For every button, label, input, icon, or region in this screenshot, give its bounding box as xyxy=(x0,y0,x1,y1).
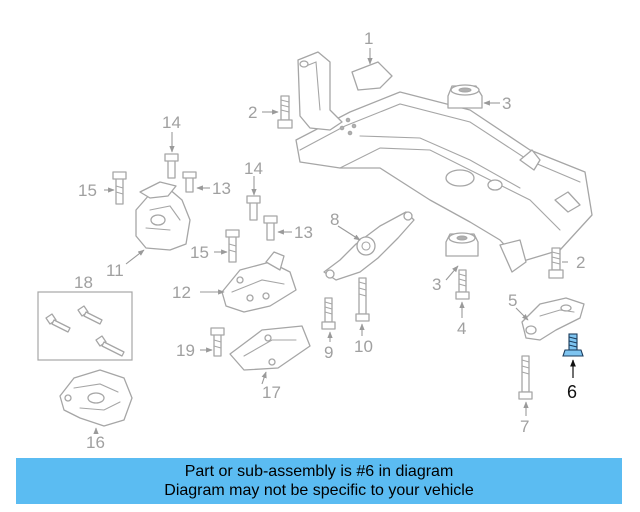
bushing-3-upper xyxy=(447,84,483,109)
plate-17 xyxy=(229,325,311,371)
callout-7[interactable]: 7 xyxy=(520,417,529,436)
callout-5[interactable]: 5 xyxy=(508,291,517,310)
info-banner: Part or sub-assembly is #6 in diagram Di… xyxy=(16,458,622,504)
callout-6[interactable]: 6 xyxy=(567,382,577,402)
transmission-mount-16 xyxy=(59,369,133,427)
callout-3-upper[interactable]: 3 xyxy=(502,94,511,113)
callout-11[interactable]: 11 xyxy=(106,261,124,280)
bushing-3-lower xyxy=(445,232,479,257)
callout-8[interactable]: 8 xyxy=(330,210,339,229)
callout-14-upper[interactable]: 14 xyxy=(162,113,181,132)
callout-9[interactable]: 9 xyxy=(324,343,333,362)
subframe-part xyxy=(295,51,593,273)
bracket-5 xyxy=(521,297,585,341)
callout-17[interactable]: 17 xyxy=(262,383,281,402)
bolt-14-lower xyxy=(246,195,261,221)
callout-15-upper[interactable]: 15 xyxy=(78,181,97,200)
callout-19[interactable]: 19 xyxy=(176,341,195,360)
callout-4[interactable]: 4 xyxy=(457,319,466,338)
callout-18[interactable]: 18 xyxy=(74,273,93,292)
bolt-6-highlighted xyxy=(562,333,584,357)
banner-part-line: Part or sub-assembly is #6 in diagram xyxy=(184,463,454,480)
banner-disclaimer-line: Diagram may not be specific to your vehi… xyxy=(164,482,474,499)
callout-13-upper[interactable]: 13 xyxy=(212,179,231,198)
bolt-7 xyxy=(518,355,533,400)
callout-15-lower[interactable]: 15 xyxy=(190,243,209,262)
callout-16[interactable]: 16 xyxy=(86,433,105,452)
bolt-4 xyxy=(455,269,470,300)
bolt-9 xyxy=(321,297,336,330)
callout-1[interactable]: 1 xyxy=(364,29,373,48)
bolt-15-lower xyxy=(225,229,240,263)
callout-2-lower[interactable]: 2 xyxy=(576,253,585,272)
bolt-kit-18 xyxy=(37,291,133,361)
bolt-13-lower xyxy=(263,215,278,241)
bolt-15-upper xyxy=(112,171,127,205)
callout-14-lower[interactable]: 14 xyxy=(244,159,263,178)
bolt-10 xyxy=(355,277,370,322)
bolt-19 xyxy=(210,327,225,357)
callout-3-lower[interactable]: 3 xyxy=(432,275,441,294)
bracket-12 xyxy=(221,251,297,313)
engine-mount-11 xyxy=(135,181,191,251)
bolt-2-lower xyxy=(548,247,564,279)
torque-arm-8 xyxy=(323,211,415,281)
callout-10[interactable]: 10 xyxy=(354,337,373,356)
callout-labels: 1 2 2 3 3 4 5 6 7 8 9 10 11 12 13 13 14 … xyxy=(74,29,585,452)
parts-diagram: 1 2 2 3 3 4 5 6 7 8 9 10 11 12 13 13 14 … xyxy=(37,29,593,452)
callout-2-upper[interactable]: 2 xyxy=(248,103,257,122)
leader-lines xyxy=(93,48,576,434)
bolt-13-upper xyxy=(182,171,197,193)
callout-12[interactable]: 12 xyxy=(172,283,191,302)
bolt-2-upper xyxy=(277,95,293,129)
bolt-14-upper xyxy=(164,153,179,179)
callout-13-lower[interactable]: 13 xyxy=(294,223,313,242)
